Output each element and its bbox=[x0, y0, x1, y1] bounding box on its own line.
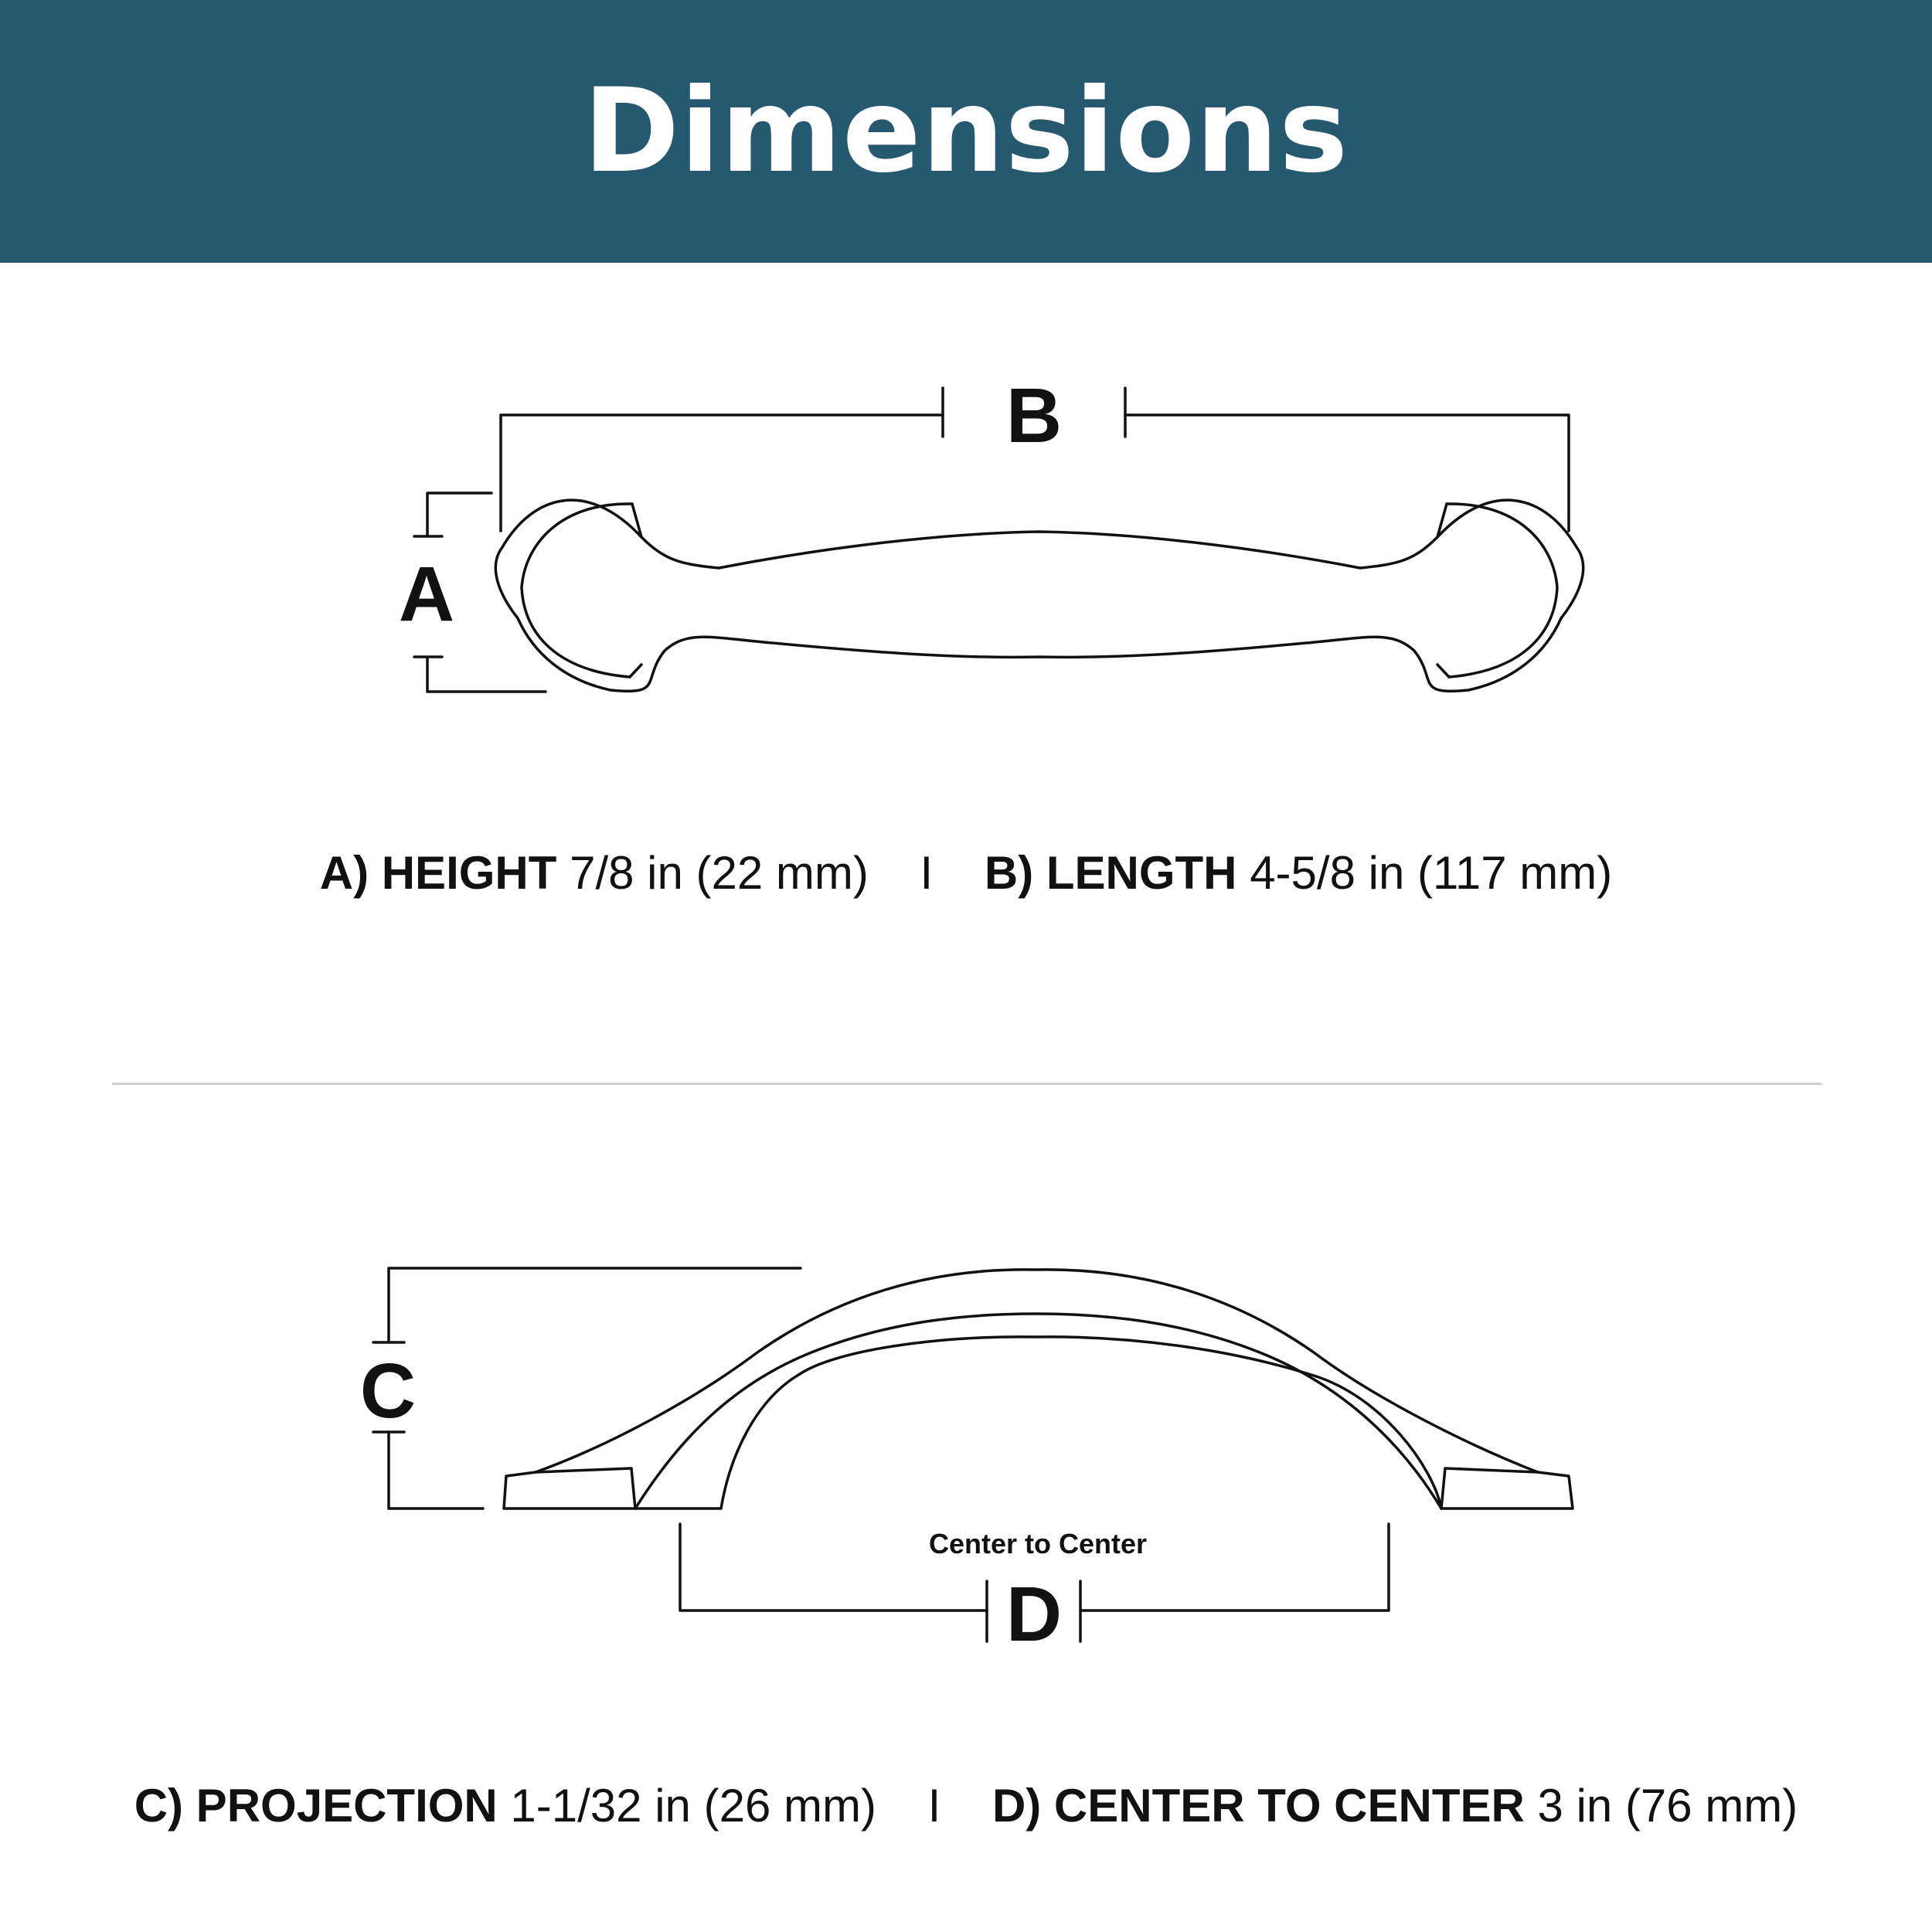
spec-line-projection-center: C) PROJECTION 1-1/32 in (26 mm) I D) CEN… bbox=[0, 1779, 1932, 1832]
side-view-diagram: C Center to Center D bbox=[360, 1267, 1574, 1658]
spec-length-key: B) LENGTH bbox=[984, 847, 1237, 899]
spec-length-value: 4-5/8 in (117 mm) bbox=[1250, 847, 1613, 899]
spec-separator: I bbox=[927, 1780, 941, 1832]
dimension-b-line-left bbox=[499, 413, 944, 532]
handle-left-foot bbox=[534, 1467, 637, 1510]
dimension-c-label: C bbox=[360, 1348, 416, 1434]
dimension-b-line-right bbox=[1124, 413, 1570, 532]
spec-separator: I bbox=[920, 847, 934, 899]
dimension-c-line-bottom bbox=[387, 1430, 485, 1510]
center-to-center-caption: Center to Center bbox=[929, 1528, 1147, 1560]
dimension-a-label: A bbox=[399, 551, 454, 638]
dimension-a-line-bottom bbox=[426, 655, 547, 693]
spec-line-height-length: A) HEIGHT 7/8 in (22 mm) I B) LENGTH 4-5… bbox=[0, 846, 1932, 900]
dimension-a-line-top bbox=[426, 492, 493, 538]
dimension-d-label: D bbox=[1006, 1571, 1062, 1658]
dimension-d-line-right bbox=[1079, 1522, 1390, 1612]
spec-projection-key: C) PROJECTION bbox=[134, 1780, 498, 1832]
spec-height-value: 7/8 in (22 mm) bbox=[570, 847, 869, 899]
section-divider bbox=[112, 1083, 1821, 1085]
dimension-c-line-top bbox=[387, 1267, 802, 1344]
header-banner: Dimensions bbox=[0, 0, 1932, 263]
handle-side-inner-line bbox=[634, 1312, 1443, 1510]
spec-center-key: D) CENTER TO CENTER bbox=[992, 1780, 1525, 1832]
spec-projection-value: 1-1/32 in (26 mm) bbox=[510, 1780, 876, 1832]
handle-top-outline bbox=[494, 498, 1585, 693]
top-view-diagram: B A bbox=[399, 372, 1585, 693]
spec-height-key: A) HEIGHT bbox=[319, 847, 557, 899]
dimension-d-line-left bbox=[679, 1522, 988, 1612]
handle-left-inner-ring bbox=[520, 502, 634, 679]
handle-right-foot bbox=[1440, 1467, 1539, 1510]
handle-side-outline bbox=[502, 1268, 1574, 1510]
spec-center-value: 3 in (76 mm) bbox=[1537, 1780, 1798, 1832]
handle-right-inner-ring bbox=[1445, 502, 1559, 679]
dimension-b-label: B bbox=[1006, 372, 1062, 459]
page-title: Dimensions bbox=[583, 64, 1349, 199]
